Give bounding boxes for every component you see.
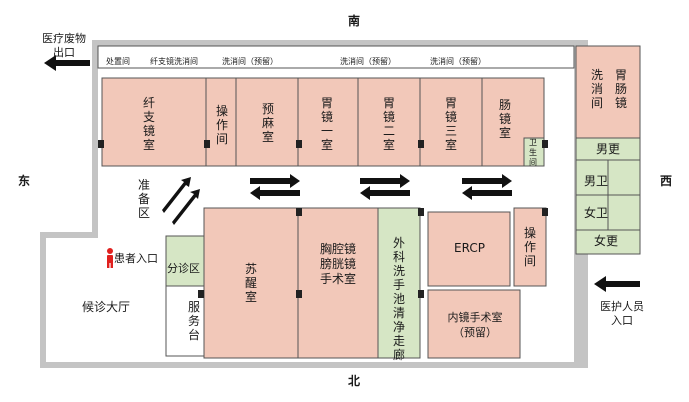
recovery-room: [203, 207, 299, 359]
endo-surgery-label: 内镜手术室（预留）: [447, 311, 503, 339]
flow-arrow-icon: [250, 186, 300, 200]
disposal-label: 处置间: [106, 57, 130, 66]
endo-surgery-room: [427, 289, 521, 359]
flow-arrow-icon: [360, 186, 410, 200]
scope-wash-label: 纤支镜洗消间: [150, 57, 198, 66]
thoraco-room: [297, 207, 379, 359]
surgical-corridor: [377, 207, 421, 359]
gastro-3-label: 胃镜三室: [444, 96, 457, 152]
flow-arrow-icon: [250, 174, 300, 188]
gastro-1-label: 胃镜一室: [320, 96, 333, 152]
operation-1-label: 操作间: [215, 104, 228, 146]
wash-strip: [97, 45, 575, 69]
ercp-room: [427, 211, 511, 287]
operation-room-2: [513, 207, 547, 287]
wash-room-east: [575, 45, 641, 139]
wash-reserve-3-label: 洗消间（预留）: [430, 57, 486, 66]
person-icon: [107, 248, 113, 268]
gastro-2-label: 胃镜二室: [382, 96, 395, 152]
male-toilet-label: 男卫: [584, 174, 609, 188]
gastro-room-1: [297, 77, 359, 167]
male-changing-label: 男更: [596, 142, 621, 156]
waiting-hall-floor: [46, 238, 156, 362]
flow-arrow-icon: [462, 174, 512, 188]
anesthesia-label: 预麻室: [261, 102, 274, 144]
bronchoscope-label: 纤支镜室: [142, 96, 155, 152]
waiting-hall-label: 候诊大厅: [82, 300, 131, 314]
toilet-room: [523, 137, 545, 167]
wash-gastro-colon-label: 洗消间: [590, 68, 603, 110]
compass-north: 北: [348, 374, 361, 388]
recovery-label: 苏醒室: [244, 262, 257, 304]
preparation-label: 准备区: [137, 178, 150, 220]
triage-label: 分诊区: [167, 262, 200, 275]
flow-arrows: [162, 174, 512, 225]
flow-arrow-icon: [462, 186, 512, 200]
gastro-room-3: [419, 77, 483, 167]
compass-east: 东: [18, 174, 31, 188]
exit-arrow-icon: [44, 55, 90, 71]
female-toilet-label: 女卫: [584, 206, 609, 220]
flow-arrow-icon: [162, 177, 191, 213]
entry-arrow-icon: [594, 276, 640, 292]
gastro-room-2: [357, 77, 421, 167]
medical-waste-exit-label: 医疗废物 出口: [42, 32, 86, 59]
compass-west: 西: [660, 174, 673, 188]
surgical-corridor-label: 外科洗手池清净走廊: [392, 236, 405, 362]
female-changing-label: 女更: [594, 234, 619, 248]
flow-arrow-icon: [172, 189, 200, 225]
toilet-label: 卫生间: [529, 138, 537, 167]
compass-south: 南: [348, 14, 361, 28]
service-desk-label: 服务台: [187, 300, 200, 342]
operation-2-label: 操作间: [523, 226, 536, 268]
thoraco-label: 胸腔镜膀胱镜手术室: [319, 242, 356, 286]
staff-entrance-label: 医护人员 入口: [600, 300, 644, 327]
wash-reserve-2-label: 洗消间（预留）: [340, 57, 396, 66]
bronchoscope-room: [101, 77, 207, 167]
colonoscopy-label: 肠镜室: [498, 98, 511, 140]
pillars: [98, 140, 548, 298]
ercp-label: ERCP: [454, 241, 485, 255]
patient-entrance-label: 患者入口: [114, 252, 158, 265]
anesthesia-room: [235, 77, 299, 167]
triage-area: [165, 235, 205, 287]
gastro-colon-label: 胃肠镜: [614, 68, 627, 110]
wash-reserve-1-label: 洗消间（预留）: [222, 57, 278, 66]
flow-arrow-icon: [360, 174, 410, 188]
